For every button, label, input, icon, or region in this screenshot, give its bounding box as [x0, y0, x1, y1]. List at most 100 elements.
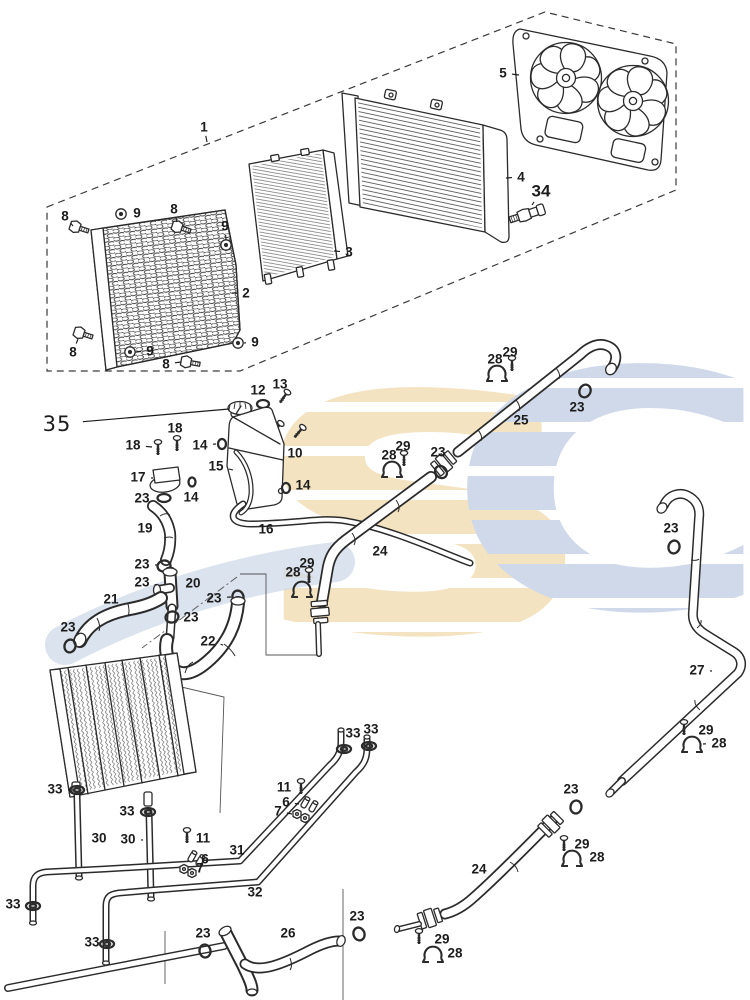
part-callout-32: 32 [247, 885, 262, 900]
part-callout-35: 35 [43, 412, 72, 436]
part-callout-23: 23 [134, 557, 150, 572]
callout-leader [175, 217, 178, 223]
callout-leader [531, 201, 535, 206]
hose-21 [73, 591, 168, 648]
part-callout-33: 33 [84, 935, 100, 950]
part-callout-23: 23 [134, 491, 150, 506]
part-callout-28: 28 [447, 946, 463, 961]
part-callout-14: 14 [192, 438, 208, 453]
hose-25 [452, 339, 622, 458]
part-callout-23: 23 [60, 620, 76, 635]
part-callout-33: 33 [119, 804, 135, 819]
part-callout-23: 23 [183, 610, 199, 625]
part-callout-24: 24 [372, 544, 388, 559]
callout-leader [220, 643, 224, 646]
part-callout-20: 20 [185, 576, 200, 591]
fan-left [525, 37, 605, 117]
hose-24-lower [393, 809, 566, 934]
part-callout-30: 30 [91, 831, 106, 846]
part-callout-23: 23 [134, 575, 150, 590]
part-callout-29: 29 [434, 932, 449, 947]
part-callout-6: 6 [201, 852, 209, 867]
part-callout-15: 15 [208, 459, 224, 474]
callout-leader [70, 222, 74, 227]
temp-sensor-34 [508, 203, 546, 224]
part-callout-28: 28 [381, 448, 397, 463]
part-callout-16: 16 [258, 522, 274, 537]
part-callout-8: 8 [170, 202, 178, 217]
callout-leader [205, 135, 208, 143]
ring-14b [187, 476, 197, 488]
radiator-4 [341, 88, 510, 244]
thermostat-housing-17 [149, 434, 182, 493]
callout-leader [294, 802, 300, 805]
part-callout-23: 23 [569, 400, 585, 415]
fan-right [592, 60, 672, 140]
clip-23-y-right [350, 924, 368, 944]
part-callout-9: 9 [221, 219, 229, 234]
part-callout-14: 14 [295, 478, 311, 493]
ring-14c [280, 481, 292, 495]
part-callout-11: 11 [277, 780, 292, 795]
ring-14a [216, 437, 228, 451]
oil-cooler-core [49, 652, 197, 807]
part-callout-7: 7 [196, 861, 204, 876]
radiator-grille-2 [90, 209, 241, 371]
part-callout-5: 5 [499, 66, 507, 81]
part-callout-30: 30 [120, 832, 135, 847]
part-callout-1: 1 [200, 120, 208, 135]
oil-pipe-32 [101, 734, 371, 966]
part-callout-28: 28 [487, 352, 503, 367]
y-hose-26 [4, 925, 346, 997]
callout-leader [174, 361, 182, 364]
drain-pipe-30b [145, 808, 156, 902]
reservoir-tank-10 [226, 405, 285, 510]
oring-23-housing [156, 492, 172, 504]
part-callout-12: 12 [250, 383, 265, 398]
pipe-27 [605, 488, 747, 798]
condenser-3 [248, 147, 349, 285]
breather-hose-15-inner [234, 450, 253, 515]
part-callout-22: 22 [200, 634, 215, 649]
part-callout-13: 13 [272, 377, 288, 392]
part-callout-29: 29 [574, 837, 589, 852]
part-callout-33: 33 [47, 782, 63, 797]
drain-pipe-30a [73, 792, 84, 881]
part-callout-19: 19 [137, 521, 152, 536]
callout-leader [75, 338, 79, 344]
part-callout-23: 23 [663, 521, 679, 536]
part-callout-10: 10 [287, 446, 302, 461]
water-pipe-19 [147, 500, 177, 566]
bolt-18b [172, 434, 182, 453]
part-callout-33: 33 [345, 726, 361, 741]
part-callout-23: 23 [430, 445, 446, 460]
hose-24-upper [309, 471, 437, 657]
callout-leader [145, 445, 153, 448]
rubber-mount-9 [115, 208, 127, 220]
part-callout-29: 29 [395, 439, 410, 454]
part-callout-2: 2 [242, 286, 250, 301]
part-callout-17: 17 [130, 470, 145, 485]
part-callout-33: 33 [5, 897, 21, 912]
part-callout-6: 6 [282, 795, 290, 810]
part-callout-23: 23 [349, 909, 365, 924]
part-callout-33: 33 [363, 722, 379, 737]
part-callout-9: 9 [146, 344, 154, 359]
part-callout-34: 34 [532, 182, 551, 201]
part-callout-9: 9 [251, 335, 259, 350]
datum-line [141, 576, 238, 649]
bolt-18 [153, 438, 163, 457]
part-callout-23: 23 [563, 782, 579, 797]
part-callout-3: 3 [345, 245, 353, 260]
part-callout-8: 8 [162, 357, 170, 372]
part-callout-8: 8 [61, 209, 69, 224]
part-callout-8: 8 [69, 345, 77, 360]
part-callout-11: 11 [196, 831, 211, 846]
part-callout-26: 26 [280, 926, 296, 941]
part-callout-25: 25 [513, 413, 529, 428]
part-callout-9: 9 [133, 206, 141, 221]
part-callout-29: 29 [299, 556, 314, 571]
part-callout-14: 14 [183, 490, 199, 505]
